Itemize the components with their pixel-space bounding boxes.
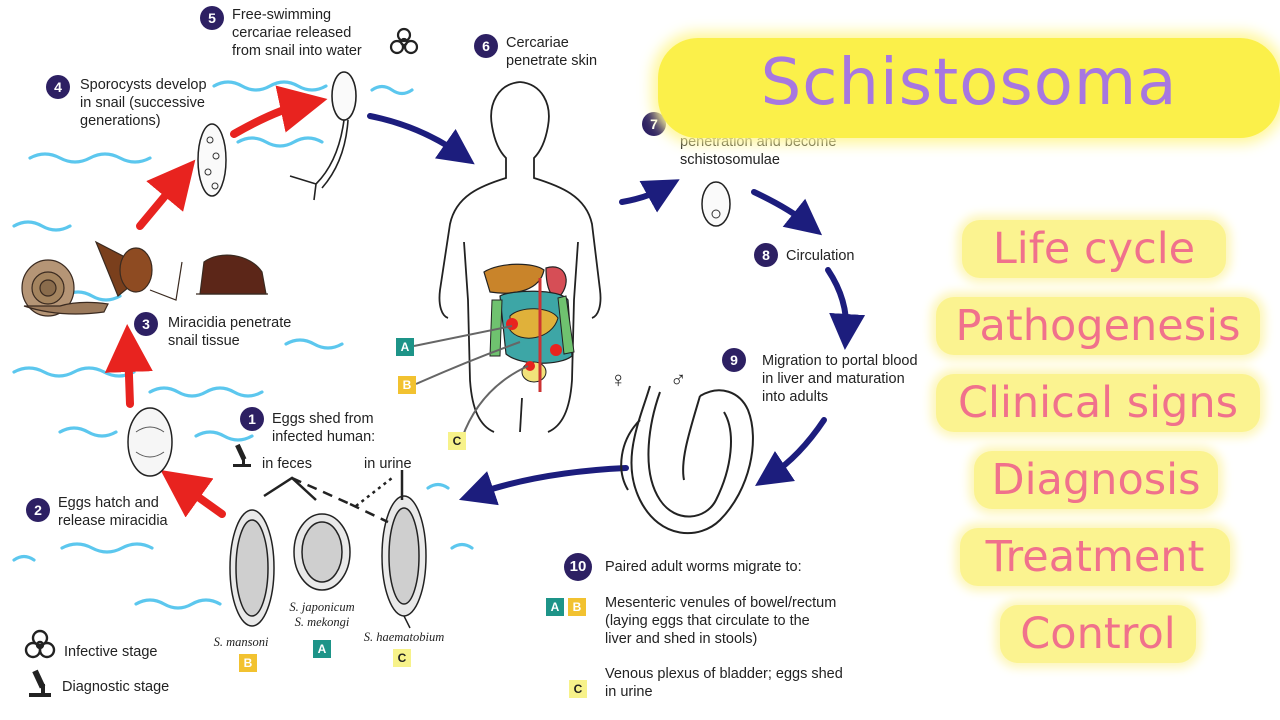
destination-badge-a: A <box>546 598 564 616</box>
site-badge-c: C <box>448 432 466 450</box>
topic-diagnosis: Diagnosis <box>974 451 1218 509</box>
male-symbol: ♂ <box>670 367 687 392</box>
step-10-number: 10 <box>564 553 592 581</box>
red-arrows <box>104 85 328 518</box>
step-1-number: 1 <box>240 407 264 431</box>
topic-label: Diagnosis <box>991 455 1201 505</box>
snails <box>21 240 268 317</box>
legend-infective-label: Infective stage <box>64 644 158 660</box>
site-badge-b: B <box>398 376 416 394</box>
step-8-number: 8 <box>754 243 778 267</box>
destination-badge-b: B <box>568 598 586 616</box>
step-3-label: Miracidia penetrate snail tissue <box>168 315 292 349</box>
species-mansoni-badge: B <box>239 654 257 672</box>
legend-microscope-icon <box>29 669 51 697</box>
page-title: Schistosoma <box>760 46 1178 120</box>
human-body <box>438 81 602 433</box>
topic-life-cycle: Life cycle <box>962 220 1226 278</box>
site-pointers <box>413 325 529 439</box>
cercaria-illustration <box>289 71 357 201</box>
topic-control: Control <box>1000 605 1196 663</box>
topic-clinical-signs: Clinical signs <box>936 374 1260 432</box>
step-9-label: Migration to portal blood in liver and m… <box>762 353 918 405</box>
destination-badge-c: C <box>569 680 587 698</box>
egg-branch-lines <box>263 470 404 524</box>
topic-label: Life cycle <box>992 224 1196 274</box>
step-6-number: 6 <box>474 34 498 58</box>
adult-worms-illustration <box>620 385 754 534</box>
microscope-icon <box>233 443 251 467</box>
step-4-number: 4 <box>46 75 70 99</box>
female-symbol: ♀ <box>610 367 627 392</box>
species-mansoni-label: S. mansoni <box>213 635 269 649</box>
step-10-label: Paired adult worms migrate to: <box>605 559 802 575</box>
topic-label: Clinical signs <box>957 378 1239 428</box>
step-5-number: 5 <box>200 6 224 30</box>
species-haematobium-label: S. haematobium <box>363 630 445 644</box>
sporocyst-illustration <box>197 123 227 197</box>
step-2-number: 2 <box>26 498 50 522</box>
topic-pathogenesis: Pathogenesis <box>936 297 1260 355</box>
shed-in-feces-label: in feces <box>262 456 312 472</box>
topic-label: Treatment <box>985 532 1205 582</box>
step-8-label: Circulation <box>786 248 855 264</box>
topic-treatment: Treatment <box>960 528 1230 586</box>
step-3-number: 3 <box>134 312 158 336</box>
topic-label: Control <box>1020 609 1176 659</box>
shed-in-urine-label: in urine <box>364 456 412 472</box>
step-4-label: Sporocysts develop in snail (successive … <box>80 77 207 129</box>
step-5-label: Free-swimming cercariae released from sn… <box>232 7 362 59</box>
species-japonicum-label: S. japonicum S. mekongi <box>289 600 355 629</box>
site-badge-a: A <box>396 338 414 356</box>
step-9-number: 9 <box>722 348 746 372</box>
legend-diagnostic-label: Diagnostic stage <box>62 679 170 695</box>
step-6-label: Cercariae penetrate skin <box>506 35 598 69</box>
egg-illustrations <box>229 495 427 629</box>
destination-bladder-label: Venous plexus of bladder; eggs shed in u… <box>605 666 843 700</box>
miracidium-illustration <box>127 407 173 477</box>
species-japonicum-badge: A <box>313 640 331 658</box>
topic-label: Pathogenesis <box>955 301 1241 351</box>
destination-mesenteric-label: Mesenteric venules of bowel/rectum (layi… <box>605 595 837 647</box>
title-banner: Schistosoma <box>658 38 1280 138</box>
biohazard-icon <box>389 27 419 55</box>
navy-arrows <box>367 113 866 506</box>
legend-biohazard-icon <box>24 629 56 659</box>
schistosomulum-illustration <box>701 181 731 227</box>
step-1-label: Eggs shed from infected human: <box>272 411 376 445</box>
species-haematobium-badge: C <box>393 649 411 667</box>
step-7-label: penetration and become schistosomulae <box>680 134 837 168</box>
step-2-label: Eggs hatch and release miracidia <box>58 495 168 529</box>
